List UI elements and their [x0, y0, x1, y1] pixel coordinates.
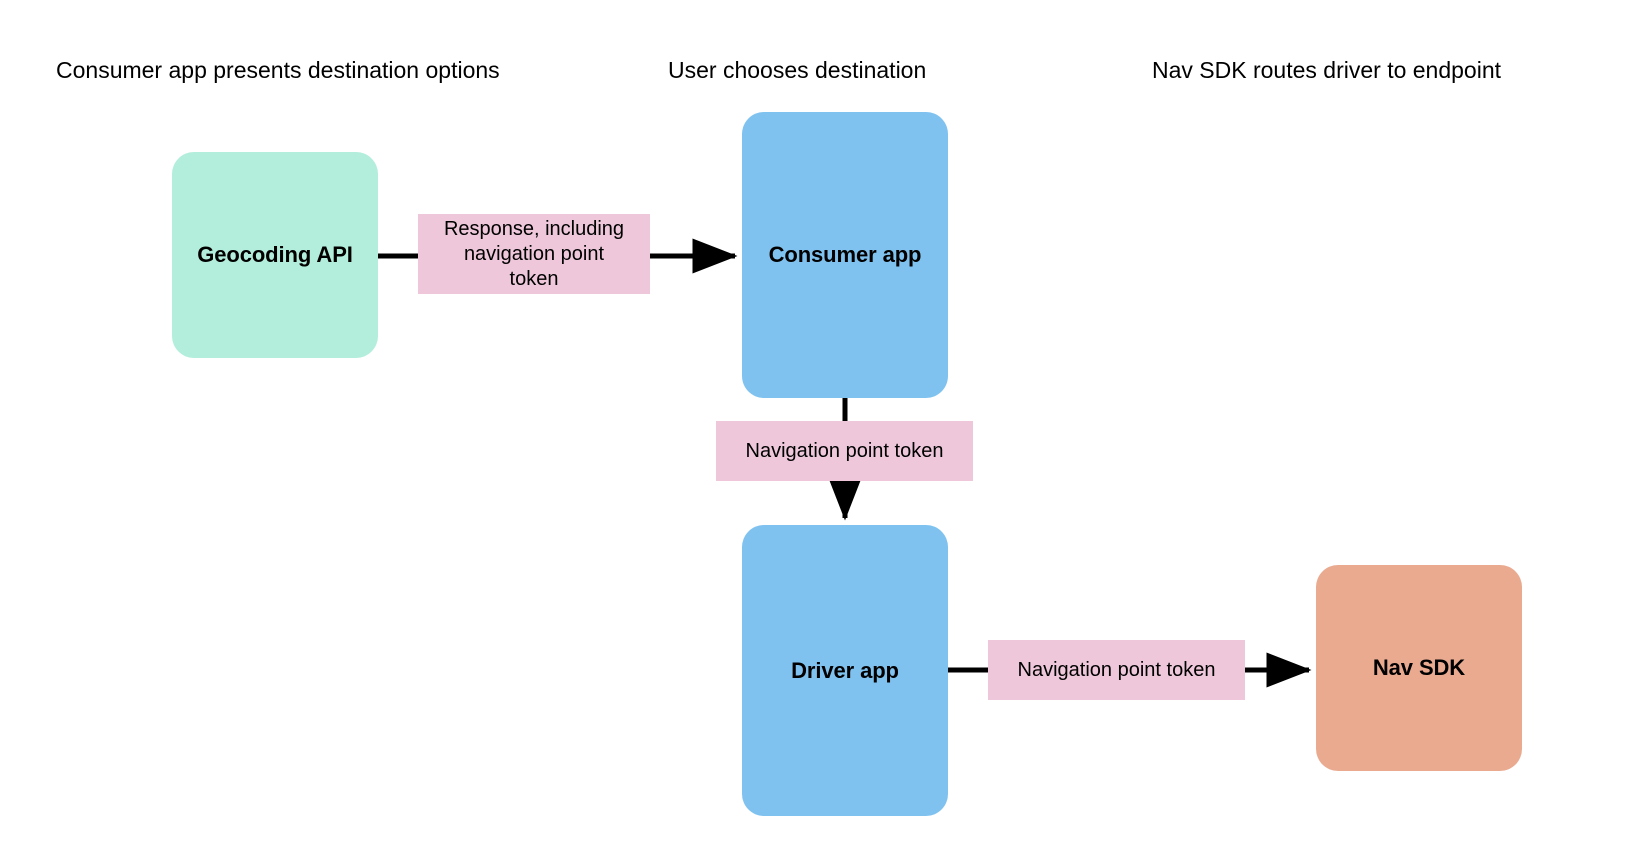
edge-label-navigation-point-token-driver-navsdk: Navigation point token [988, 640, 1245, 700]
edge-label-text: Navigation point token [1017, 658, 1216, 681]
node-label-nav-sdk: Nav SDK [1372, 655, 1466, 680]
node-label-geocoding-api: Geocoding API [197, 242, 353, 267]
node-geocoding-api[interactable]: Geocoding API [172, 152, 378, 358]
column-header-consumer-app: Consumer app presents destination option… [56, 57, 500, 83]
node-label-driver-app: Driver app [791, 657, 899, 683]
column-header-user-chooses: User chooses destination [668, 57, 927, 83]
edge-label-navigation-point-token-consumer-driver: Navigation point token [716, 421, 973, 481]
node-driver-app[interactable]: Driver app [742, 525, 948, 816]
column-header-nav-sdk: Nav SDK routes driver to endpoint [1152, 57, 1502, 83]
node-consumer-app[interactable]: Consumer app [742, 112, 948, 398]
edge-label-text: Navigation point token [745, 439, 944, 462]
node-label-consumer-app: Consumer app [768, 242, 922, 267]
node-nav-sdk[interactable]: Nav SDK [1316, 565, 1522, 771]
